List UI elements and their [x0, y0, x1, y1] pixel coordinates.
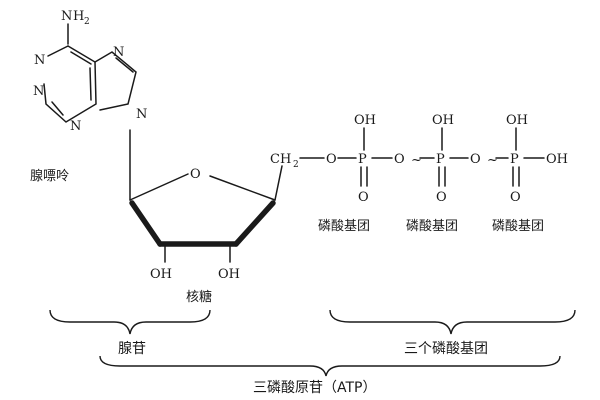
three-phosphates-label: 三个磷酸基团: [404, 340, 488, 357]
amino-h: H: [73, 9, 84, 24]
ribose-bond-c1-o: [129, 173, 189, 201]
adenine-molecule: N H 2 N N N N N: [33, 9, 147, 201]
phosphorus-1: P: [358, 152, 367, 167]
p1-oh: OH: [354, 113, 376, 128]
ch2-group: CH: [270, 152, 291, 167]
bridge-oxygen-3: O: [470, 152, 481, 167]
bridge-oxygen-1: O: [326, 152, 337, 167]
ring-double-bond-1: [70, 51, 92, 65]
p2-oxygen: O: [436, 190, 447, 205]
ribose-bond-o-c4: [209, 175, 276, 201]
phosphorus-3: P: [510, 152, 519, 167]
adenine-label: 腺嘌呤: [30, 168, 69, 184]
phosphorus-2: P: [436, 152, 445, 167]
ribose-oh-left: OH: [150, 267, 172, 282]
brace-three-phosphates: [329, 309, 576, 335]
ring-double-bond-2: [89, 67, 92, 101]
ch2-subscript: 2: [293, 160, 299, 170]
brace-adenosine: [49, 309, 211, 335]
ring-atom-n7: N: [113, 45, 124, 60]
ring-atom-n9: N: [136, 107, 147, 122]
atp-label: 三磷酸原苷（ATP）: [253, 380, 376, 396]
pyrimidine-ring-bonds: [43, 45, 97, 123]
adenosine-label: 腺苷: [118, 341, 146, 357]
p1-oxygen: O: [358, 190, 369, 205]
amino-subscript: 2: [84, 17, 90, 27]
phosphate-chain: CH 2 O P OH O O ~ P OH O O ~ P OH O OH: [270, 113, 568, 205]
ribose-molecule: O OH OH: [129, 165, 283, 282]
brace-atp: [99, 355, 561, 377]
ribose-oh-right: OH: [218, 267, 240, 282]
imidazole-ring-bonds: [94, 51, 137, 111]
phosphate-label-2: 磷酸基团: [406, 219, 458, 234]
ring-atom-n1: N: [34, 53, 45, 68]
p3-terminal-oh: OH: [546, 152, 568, 167]
ring-bond-top-left: [47, 45, 69, 57]
amino-n: N: [61, 9, 72, 24]
p3-oxygen: O: [510, 190, 521, 205]
p3-oh: OH: [506, 113, 528, 128]
ring-double-bond-3: [51, 101, 64, 116]
high-energy-bond-2: ~: [487, 153, 498, 168]
phosphate-label-3: 磷酸基团: [492, 219, 544, 234]
p2-oh: OH: [432, 113, 454, 128]
phosphate-label-1: 磷酸基团: [318, 219, 370, 234]
ribose-label: 核糖: [186, 289, 212, 305]
high-energy-bond-1: ~: [411, 153, 422, 168]
imidazole-double-bond: [115, 57, 134, 73]
ribose-ring-oxygen: O: [190, 167, 201, 182]
ribose-wedge-right: [233, 200, 276, 247]
ribose-ch2-bond: [274, 165, 283, 201]
ribose-wedge-left: [129, 200, 163, 247]
ring-atom-n-bottom: N: [70, 119, 81, 134]
ring-atom-n3: N: [33, 84, 44, 99]
bridge-oxygen-2: O: [394, 152, 405, 167]
